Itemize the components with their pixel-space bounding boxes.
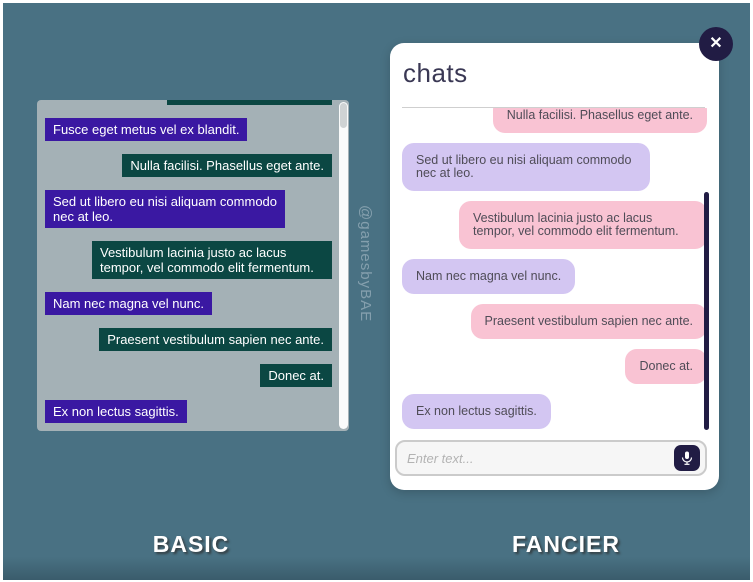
watermark-text: @gamesbyBAE (357, 205, 374, 323)
chat-bubble: Ex non lectus sagittis. (45, 400, 187, 423)
basic-label: BASIC (152, 531, 230, 557)
close-icon: ✕ (709, 35, 723, 52)
chat-bubble: Sed ut libero eu nisi aliquam commodo ne… (402, 143, 650, 191)
chat-bubble: Sed ut libero eu nisi aliquam commodo ne… (45, 190, 285, 228)
chat-bubble: Nam nec magna vel nunc. (402, 259, 576, 294)
basic-scrollbar-thumb[interactable] (340, 103, 347, 128)
close-button[interactable]: ✕ (699, 27, 733, 61)
chat-bubble: Nulla facilisi. Phasellus eget ante. (492, 108, 707, 133)
message-input-row (395, 440, 707, 476)
chat-bubble: Donec at. (625, 349, 707, 384)
fancier-chat-panel: ✕ chats Nulla facilisi. Phasellus eget a… (390, 27, 733, 490)
basic-chat-panel: Fusce eget metus vel ex blandit. Nulla fa… (37, 100, 349, 431)
fancier-message-list: Nulla facilisi. Phasellus eget ante. Sed … (402, 108, 707, 435)
chat-bubble: Fusce eget metus vel ex blandit. (45, 118, 248, 141)
title-divider (402, 107, 705, 108)
slide-background: @gamesbyBAE Fusce eget metus vel ex blan… (3, 3, 750, 580)
basic-message-list: Fusce eget metus vel ex blandit. Nulla fa… (45, 100, 332, 429)
chat-bubble: Vestibulum lacinia justo ac lacus tempor… (459, 201, 707, 249)
fancier-scrollbar-thumb[interactable] (704, 192, 709, 430)
chat-bubble: Ex non lectus sagittis. (402, 394, 551, 429)
message-input[interactable] (397, 442, 675, 474)
microphone-icon (681, 451, 693, 465)
chat-bubble: Vestibulum lacinia justo ac lacus tempor… (92, 241, 332, 279)
chat-bubble: Praesent vestibulum sapien nec ante. (99, 328, 332, 351)
chat-bubble: Nulla facilisi. Phasellus eget ante. (122, 154, 332, 177)
microphone-button[interactable] (674, 445, 700, 471)
chats-title: chats (403, 58, 468, 88)
chat-bubble: Donec at. (260, 364, 332, 387)
basic-scrollbar-track[interactable] (339, 102, 348, 429)
chat-bubble: Praesent vestibulum sapien nec ante. (470, 304, 707, 339)
fancier-label: FANCIER (512, 531, 620, 557)
chat-bubble (167, 100, 332, 105)
chat-bubble: Nam nec magna vel nunc. (45, 292, 213, 315)
